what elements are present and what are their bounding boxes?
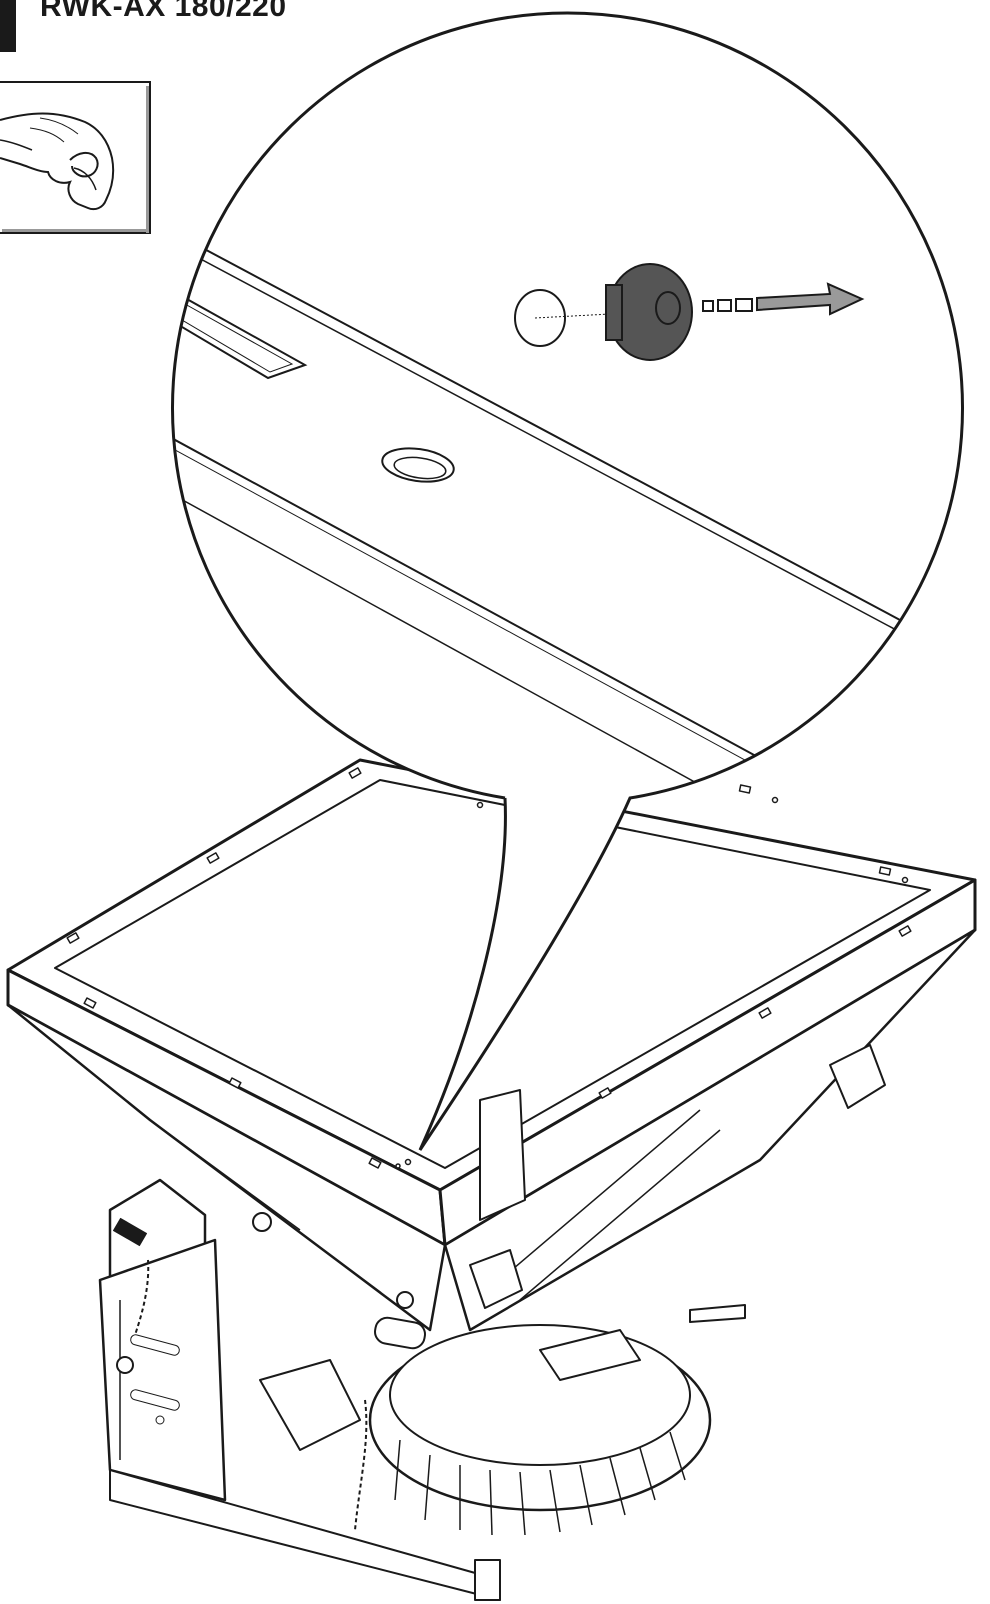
pull-out-arrow-icon [514, 263, 865, 361]
hand-pinch-icon [0, 81, 151, 234]
page-title: RWK-AX 180/220 [40, 0, 287, 23]
spreader-machine [6, 758, 977, 1601]
section-tab-marker [0, 0, 16, 52]
